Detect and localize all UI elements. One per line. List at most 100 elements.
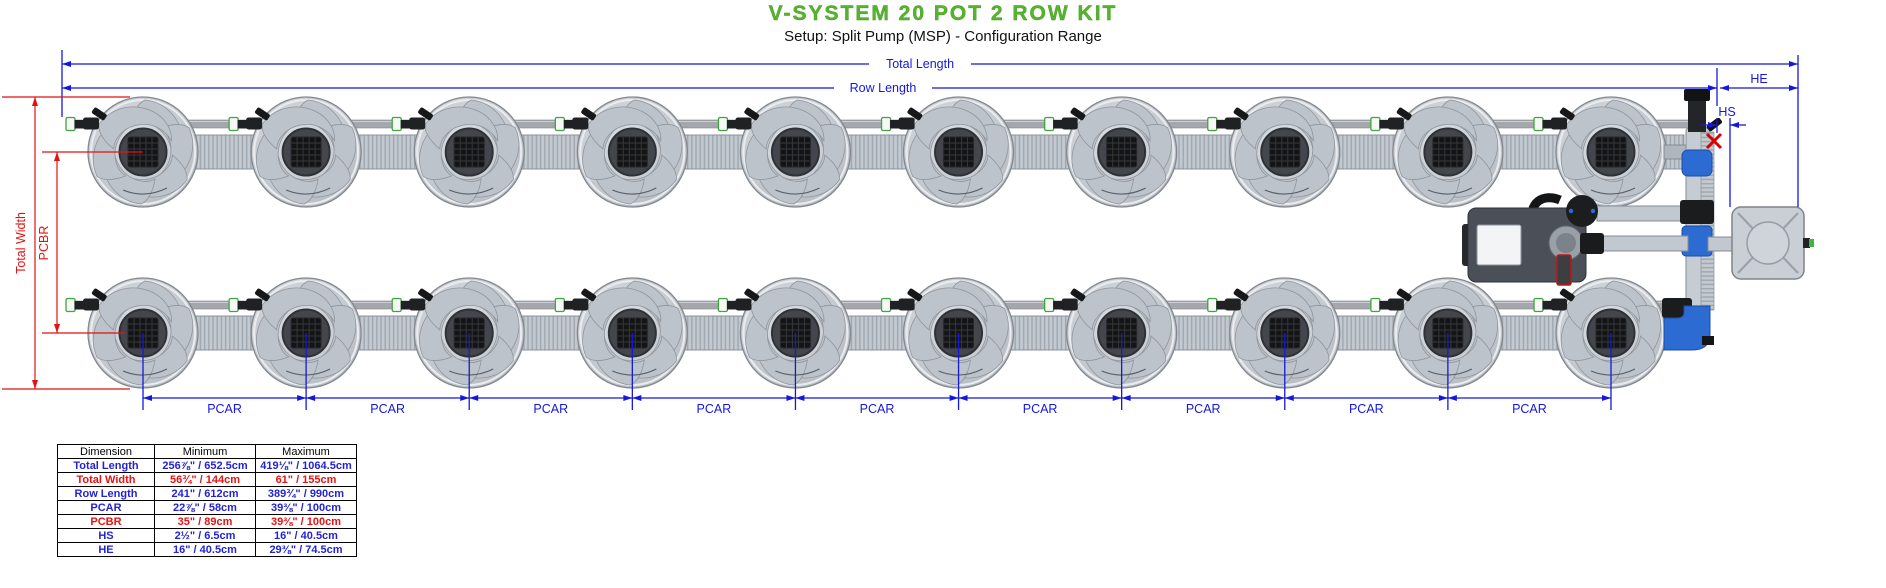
pot-inlet-fitting (391, 107, 433, 132)
dim-arrow (1601, 395, 1611, 401)
dim-arrow (54, 324, 60, 333)
pot-inlet-fitting (880, 288, 923, 313)
label-bg (834, 81, 932, 95)
dim-arrow (469, 395, 479, 401)
pot-inlet-fitting (391, 288, 433, 313)
pcar-label: PCAR (370, 402, 405, 416)
tank-lid-creases (1737, 212, 1799, 274)
pump-assembly (1462, 193, 1604, 286)
tank-fitting (1803, 238, 1810, 248)
dim-arrow (1720, 85, 1729, 91)
table-cell: 29⅜" / 74.5cm (255, 542, 357, 557)
table-cell: 22⅞" / 58cm (154, 500, 256, 515)
dim-arrow (32, 97, 38, 106)
pot-inlet-fitting (1533, 288, 1575, 313)
pot-inlet-fitting (554, 288, 597, 313)
dim-arrow (949, 395, 959, 401)
dim-arrow (1708, 85, 1717, 91)
dim-arrow (1447, 395, 1457, 401)
page-subtitle: Setup: Split Pump (MSP) - Configuration … (784, 28, 1102, 45)
ball-valve (1566, 195, 1598, 227)
dim-arrow (1789, 85, 1798, 91)
table-cell: PCBR (57, 514, 155, 529)
manifold-assembly (1596, 89, 1735, 351)
pot-inlet-fitting (1044, 107, 1086, 132)
table-cell: Row Length (57, 486, 155, 501)
dim-arrow (297, 395, 307, 401)
pot-inlet-fitting (1207, 288, 1249, 313)
pump-drain-valve (1556, 254, 1572, 286)
table-cell: 61" / 155cm (255, 472, 357, 487)
table-cell: 419⅛" / 1064.5cm (255, 458, 357, 473)
table-cell: Total Length (57, 458, 155, 473)
hs-label: HS (1718, 105, 1735, 119)
tank-fitting-tip (1809, 239, 1814, 247)
pot-inlet-fitting (1044, 288, 1086, 313)
pump-label (1476, 224, 1522, 266)
pot-inlet-fitting (554, 107, 597, 132)
table-cell: 39⅜" / 100cm (255, 514, 357, 529)
pot-inlet-fitting (228, 107, 270, 132)
valve-screw (1568, 208, 1574, 214)
row-length-label: Row Length (850, 81, 917, 95)
dim-arrow (1438, 395, 1448, 401)
dim-arrow (786, 395, 796, 401)
table-cell: PCAR (57, 500, 155, 515)
table-cell: 256⅞" / 652.5cm (154, 458, 256, 473)
table-cell: 56¾" / 144cm (154, 472, 256, 487)
pcar-label: PCAR (697, 402, 732, 416)
dim-arrow (1789, 61, 1798, 67)
dim-arrow (62, 61, 71, 67)
dim-arrow (632, 395, 642, 401)
valve-screw (1590, 208, 1596, 214)
dim-arrow (143, 395, 152, 401)
total-length-label: Total Length (886, 57, 954, 71)
table-cell: 241" / 612cm (154, 486, 256, 501)
table-cell: 16" / 40.5cm (154, 542, 256, 557)
col-maximum: Maximum (255, 444, 357, 459)
pot-inlet-fitting (1370, 107, 1412, 132)
dim-arrow (460, 395, 470, 401)
dim-arrow (1284, 395, 1294, 401)
label-bg (1745, 72, 1773, 85)
pot-inlet-fitting (1207, 107, 1249, 132)
table-header-row: Dimension Minimum Maximum (57, 444, 357, 459)
dim-arrow (1275, 395, 1285, 401)
table-cell: 2½" / 6.5cm (154, 528, 256, 543)
supply-pipe (1597, 235, 1689, 252)
pot-inlet-fitting (880, 107, 923, 132)
dim-arrow (1730, 122, 1739, 128)
dim-arrow (958, 395, 968, 401)
table-cell: 35" / 89cm (154, 514, 256, 529)
pcar-label: PCAR (1349, 402, 1384, 416)
label-bg (869, 57, 971, 71)
dim-arrow (1121, 395, 1131, 401)
pcar-label: PCAR (1512, 402, 1547, 416)
table-cell: 39⅜" / 100cm (255, 500, 357, 515)
he-label: HE (1750, 72, 1767, 86)
pot-inlet-fitting (1370, 288, 1412, 313)
blue-elbow-top (1681, 149, 1713, 177)
pot-inlet-fitting (228, 288, 270, 313)
total-width-label: Total Width (14, 212, 28, 274)
tank-feed-pipe (1707, 236, 1735, 252)
pump-head-inner (1556, 233, 1576, 253)
label-bg (1716, 106, 1738, 118)
return-pipe (1596, 205, 1690, 222)
reservoir-tank (1731, 206, 1814, 280)
dim-arrow (1708, 122, 1717, 128)
tank-lid (1746, 221, 1790, 265)
dim-arrow (306, 395, 316, 401)
dim-arrow (62, 85, 71, 91)
riser-top-cap (1684, 89, 1710, 101)
